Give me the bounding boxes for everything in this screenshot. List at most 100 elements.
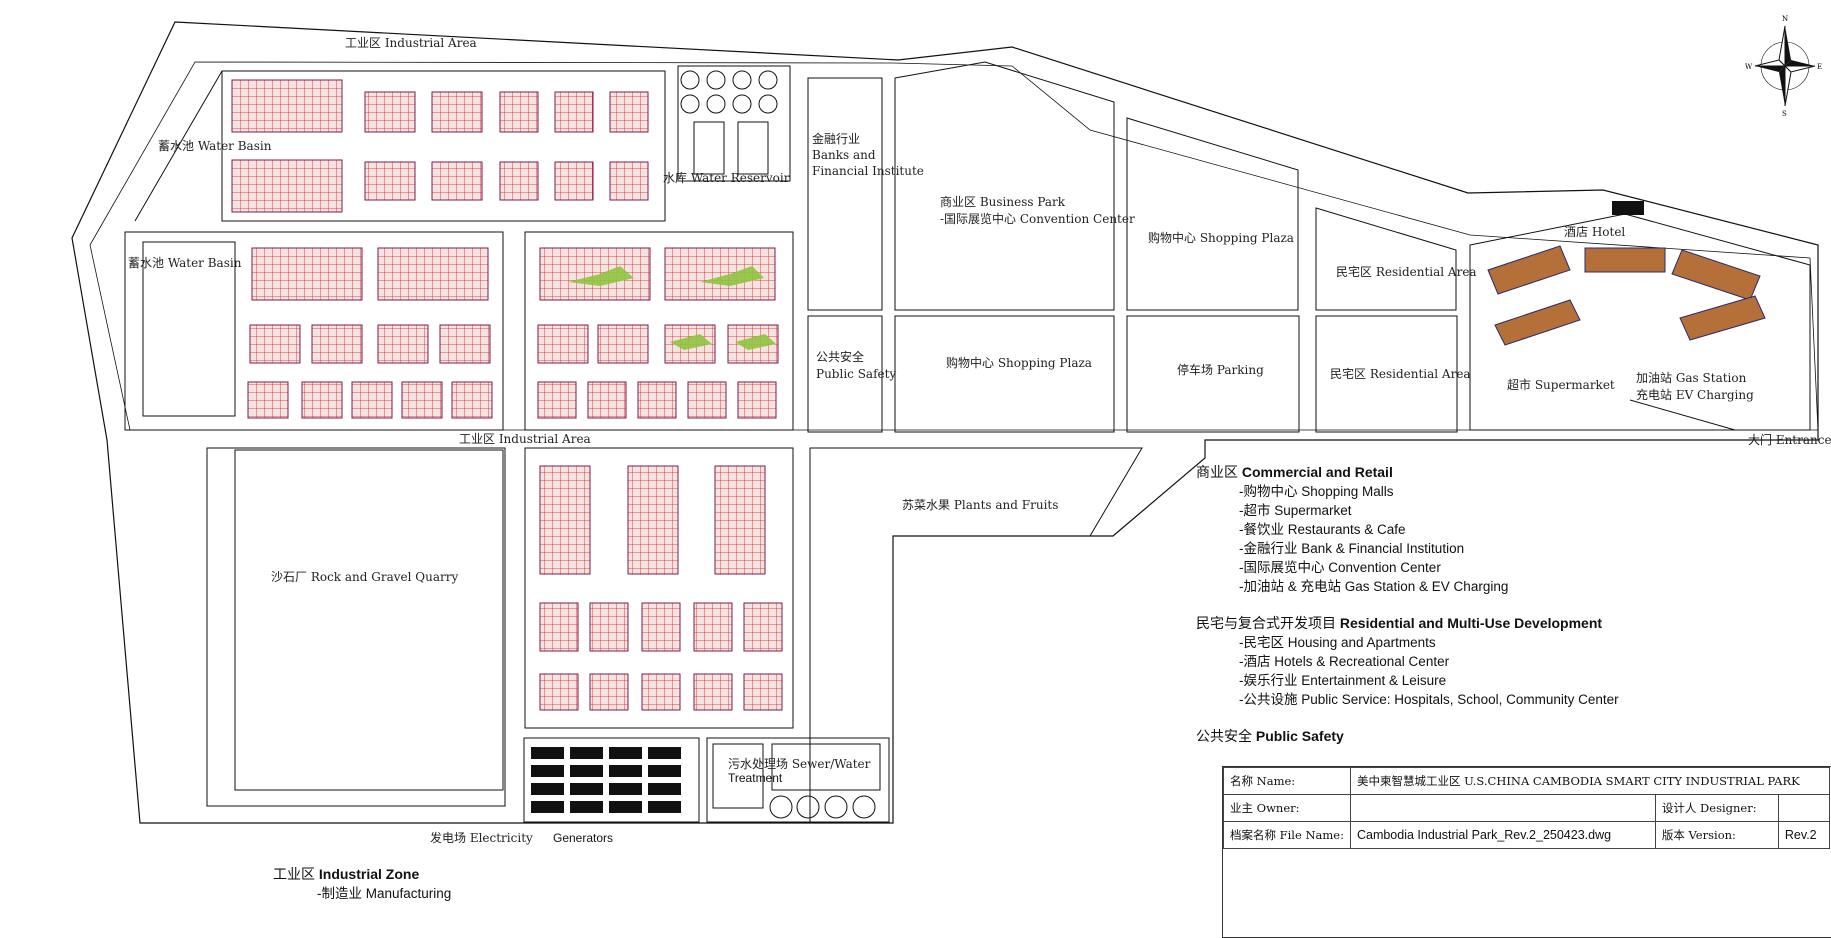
block-industrial-lower: [524, 447, 794, 729]
label-banks-line-2: Banks and: [812, 148, 876, 162]
file-label: 档案名称 File Name:: [1223, 821, 1351, 849]
label-entrance: 大门 Entrance: [1748, 432, 1831, 447]
label-power-plant-en: Generators: [553, 831, 613, 845]
label-banks: 金融行业 Banks and Financial Institute: [812, 131, 924, 178]
compass-w: W: [1745, 63, 1753, 71]
legend-commercial-item: -超市 Supermarket: [1239, 503, 1352, 518]
buildings-mid-right: [537, 247, 779, 419]
label-gas-station: 加油站 Gas Station 充电站 EV Charging: [1636, 371, 1754, 402]
label-sewer-line-2: Treatment: [728, 771, 783, 785]
legend-public-safety-head-cn: 公共安全: [1196, 728, 1256, 744]
title-block-row-name: 名称 Name: 美中柬智慧城工业区 U.S.CHINA CAMBODIA SM…: [1223, 767, 1831, 795]
label-business-park: 商业区 Business Park -国际展览中心 Convention Cen…: [940, 194, 1135, 226]
legend-residential-head: 民宅与复合式开发项目 Residential and Multi-Use Dev…: [1196, 613, 1619, 633]
inner-road: [89, 61, 1819, 431]
file-value: Cambodia Industrial Park_Rev.2_250423.dw…: [1349, 821, 1656, 849]
name-value: 美中柬智慧城工业区 U.S.CHINA CAMBODIA SMART CITY …: [1349, 767, 1831, 795]
legend-commercial-head-cn: 商业区: [1196, 464, 1242, 480]
buildings-top: [231, 79, 649, 213]
legend-public-safety-head-en: Public Safety: [1255, 728, 1344, 744]
legend-industrial: 工业区 Industrial Zone -制造业 Manufacturing: [273, 864, 451, 905]
compass-n: N: [1782, 15, 1788, 23]
generators: [531, 747, 681, 813]
block-industrial-mid-right: [524, 231, 794, 431]
title-block-row-file: 档案名称 File Name: Cambodia Industrial Park…: [1223, 821, 1831, 849]
designer-label: 设计人 Designer:: [1654, 794, 1779, 822]
title-block: 名称 Name: 美中柬智慧城工业区 U.S.CHINA CAMBODIA SM…: [1223, 767, 1831, 849]
commercial-blocks: [807, 61, 1811, 433]
hotel-roofs: [1487, 245, 1766, 346]
water-basin-2: [142, 241, 236, 417]
buildings-lower: [539, 465, 783, 711]
legend-residential-item: -娱乐行业 Entertainment & Leisure: [1239, 673, 1447, 688]
water-basin-1-edge: [134, 70, 223, 222]
legend-commercial: 商业区 Commercial and Retail -购物中心 Shopping…: [1196, 462, 1619, 595]
greenery: [568, 266, 776, 350]
sewer-tank-left: [712, 743, 764, 809]
label-residential-1: 民宅区 Residential Area: [1336, 264, 1477, 279]
legend: 商业区 Commercial and Retail -购物中心 Shopping…: [1196, 462, 1619, 764]
legend-residential: 民宅与复合式开发项目 Residential and Multi-Use Dev…: [1196, 613, 1619, 708]
quarry-inner: [234, 449, 504, 791]
label-industrial-area-mid: 工业区 Industrial Area: [459, 432, 591, 446]
legend-residential-item: -酒店 Hotels & Recreational Center: [1239, 654, 1450, 669]
label-banks-line-1: 金融行业: [812, 131, 860, 146]
label-plants-fruits: 苏菜水果 Plants and Fruits: [902, 498, 1058, 512]
legend-industrial-head-cn: 工业区: [273, 866, 319, 882]
label-sewer-line-1: 污水处理场 Sewer/Water: [728, 757, 871, 771]
name-label: 名称 Name:: [1223, 767, 1351, 795]
sewer-tank-right: [771, 743, 881, 791]
version-label: 版本 Version:: [1654, 821, 1779, 849]
owner-value: [1349, 794, 1656, 822]
sewer-circles: [769, 795, 876, 819]
label-banks-line-3: Financial Institute: [812, 164, 924, 178]
legend-commercial-item: -餐饮业 Restaurants & Cafe: [1239, 522, 1406, 537]
label-sewer: 污水处理场 Sewer/Water: [728, 757, 871, 771]
compass-icon: N E S W: [1745, 15, 1822, 118]
legend-public-safety: 公共安全 Public Safety: [1196, 726, 1619, 746]
label-shopping-plaza-1: 购物中心 Shopping Plaza: [1148, 230, 1294, 245]
reservoir-tanks: [680, 70, 778, 175]
plants-fruits-area: [809, 447, 1143, 824]
label-business-park-line-1: 商业区 Business Park: [940, 194, 1066, 209]
label-public-safety-line-2: Public Safety: [816, 367, 896, 381]
block-industrial-top: [221, 70, 666, 222]
legend-commercial-item: -购物中心 Shopping Malls: [1239, 484, 1394, 499]
legend-residential-head-en: Residential and Multi-Use Development: [1339, 615, 1603, 631]
legend-residential-item: -民宅区 Housing and Apartments: [1239, 635, 1436, 650]
hotel-entry: [1612, 201, 1644, 215]
legend-commercial-head-en: Commercial and Retail: [1241, 464, 1393, 480]
legend-commercial-item: -国际展览中心 Convention Center: [1239, 560, 1441, 575]
label-parking: 停车场 Parking: [1177, 362, 1264, 377]
label-hotel: 酒店 Hotel: [1564, 225, 1625, 239]
block-sewer: [706, 737, 890, 823]
label-gas-station-line-2: 充电站 EV Charging: [1636, 387, 1754, 402]
label-water-reservoir: 水库 Water Reservoir: [663, 170, 790, 185]
compass-s: S: [1782, 110, 1787, 118]
label-water-basin-2: 蓄水池 Water Basin: [128, 256, 242, 270]
label-industrial-area-top: 工业区 Industrial Area: [345, 36, 477, 50]
label-power-plant-cn: 发电场 Electricity: [430, 830, 533, 845]
block-industrial-mid-left: [124, 231, 504, 431]
label-gas-station-line-1: 加油站 Gas Station: [1636, 371, 1747, 385]
legend-residential-item: -公共设施 Public Service: Hospitals, School,…: [1239, 692, 1619, 707]
legend-industrial-item: -制造业 Manufacturing: [317, 886, 452, 901]
label-business-park-line-2: -国际展览中心 Convention Center: [940, 211, 1135, 226]
legend-commercial-item: -金融行业 Bank & Financial Institution: [1239, 541, 1465, 556]
site-boundary: [71, 21, 1819, 824]
designer-value: [1777, 794, 1831, 822]
buildings-mid-left: [247, 247, 493, 419]
quarry-outer: [206, 447, 506, 807]
legend-public-safety-head: 公共安全 Public Safety: [1196, 726, 1619, 746]
legend-commercial-head: 商业区 Commercial and Retail: [1196, 462, 1619, 482]
legend-industrial-head-en: Industrial Zone: [318, 866, 420, 882]
label-public-safety-line-1: 公共安全: [816, 349, 864, 364]
owner-label: 业主 Owner:: [1223, 794, 1351, 822]
block-power-plant: [523, 737, 700, 823]
version-value: Rev.2: [1777, 821, 1831, 849]
legend-residential-head-cn: 民宅与复合式开发项目: [1196, 615, 1340, 631]
label-residential-2: 民宅区 Residential Area: [1330, 366, 1471, 381]
block-water-reservoir: [677, 65, 791, 182]
label-quarry: 沙石厂 Rock and Gravel Quarry: [271, 570, 458, 584]
